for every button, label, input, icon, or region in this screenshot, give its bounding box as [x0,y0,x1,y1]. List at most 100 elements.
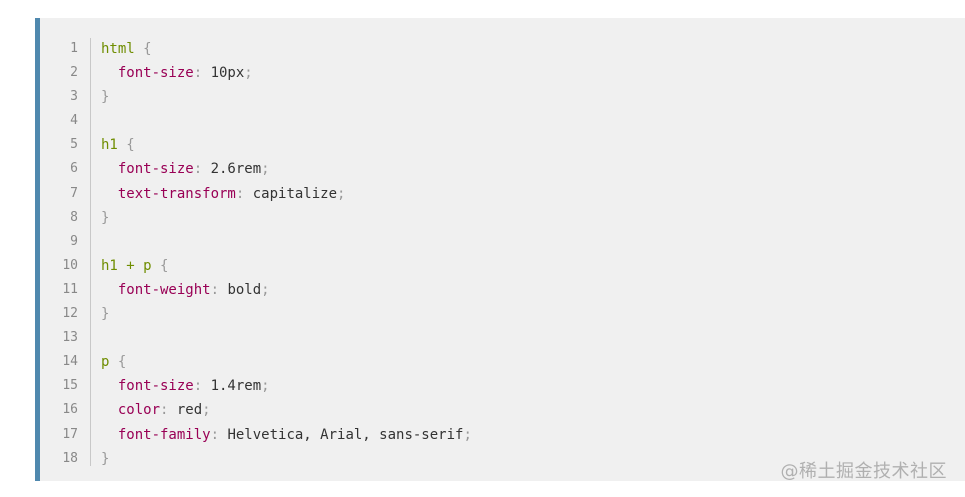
open-brace: { [109,354,127,371]
line-number: 5 [70,137,78,153]
code-text: font-size: 2.6rem; [101,157,270,181]
code-text: text-transform: capitalize; [101,182,346,206]
indent [101,402,118,418]
colon: : [235,185,253,202]
indent [101,65,118,81]
semicolon: ; [202,402,211,419]
line-number: 1 [70,41,78,56]
code-line: 5 h1 { [40,133,965,157]
css-property: font-size [117,65,194,82]
line-number: 17 [62,426,78,442]
colon: : [193,161,211,178]
semicolon: ; [261,161,270,178]
css-value: Helvetica, Arial, sans-serif [227,426,464,443]
watermark-text: @稀土掘金技术社区 [780,461,947,482]
line-number: 6 [70,161,78,177]
indent [101,161,118,177]
semicolon: ; [337,185,346,202]
close-brace: } [101,450,110,467]
line-number: 8 [70,209,78,225]
close-brace: } [101,209,110,226]
code-line: 9 [40,230,965,254]
code-line: 17 font-family: Helvetica, Arial, sans-s… [40,423,965,447]
line-number: 12 [62,306,78,322]
line-number: 4 [70,113,78,129]
css-selector: h1 [101,137,118,154]
code-line: 11 font-weight: bold; [40,278,965,302]
line-number: 10 [62,257,78,273]
colon: : [193,378,211,395]
indent [101,186,118,202]
code-line: 3} [40,85,965,109]
code-text: h1 + p { [101,254,168,278]
code-text: } [101,85,109,109]
code-line: 18} [40,447,965,471]
code-line: 6 font-size: 2.6rem; [40,157,965,181]
css-value: bold [227,281,262,298]
line-number: 13 [62,330,78,346]
line-number: 9 [70,233,78,249]
code-text: } [101,302,109,326]
css-value: capitalize [252,185,338,202]
code-line: 8} [40,206,965,230]
code-line: 10 h1 + p { [40,254,965,278]
code-line: 7 text-transform: capitalize; [40,182,965,206]
css-property: text-transform [117,185,236,202]
code-text: } [101,447,109,471]
semicolon: ; [261,281,270,298]
code-text: font-size: 1.4rem; [101,374,270,398]
colon: : [160,402,177,419]
gutter-divider [90,38,91,466]
css-value: 2.6rem [210,161,262,178]
line-number: 18 [62,450,78,466]
code-text: } [101,206,109,230]
code-text: color: red; [101,398,211,422]
code-text: html { [101,37,152,61]
colon: : [210,281,228,298]
semicolon: ; [261,378,270,395]
code-line: 13 [40,326,965,350]
line-number: 14 [62,354,78,370]
css-property: font-family [117,426,211,443]
indent [101,378,118,394]
code-line: 1 html { [40,37,965,61]
line-number: 15 [62,378,78,394]
line-number: 2 [70,65,78,81]
css-property: font-size [117,378,194,395]
open-brace: { [117,137,135,154]
code-text: font-size: 10px; [101,61,253,85]
close-brace: } [101,306,110,323]
css-value: 10px [210,65,245,82]
code-line: 15 font-size: 1.4rem; [40,374,965,398]
code-text: font-weight: bold; [101,278,270,302]
code-text: p { [101,350,126,374]
css-property: font-weight [117,281,211,298]
open-brace: { [151,257,169,274]
code-line: 14 p { [40,350,965,374]
css-selector: h1 + p [101,257,152,274]
css-selector: html [101,41,135,57]
colon: : [193,65,211,82]
open-brace: { [134,41,152,57]
code-text: h1 { [101,133,135,157]
code-line: 4 [40,109,965,133]
code-text: font-family: Helvetica, Arial, sans-seri… [101,423,472,447]
code-line: 2 font-size: 10px; [40,61,965,85]
css-value: red [176,402,203,419]
css-value: 1.4rem [210,378,262,395]
indent [101,282,118,298]
line-number: 3 [70,89,78,105]
css-selector: p [101,354,110,371]
semicolon: ; [244,65,253,82]
css-property: color [117,402,161,419]
line-number: 11 [62,281,78,297]
line-number: 7 [70,185,78,201]
line-number: 16 [62,402,78,418]
close-brace: } [101,89,110,106]
indent [101,427,118,443]
semicolon: ; [463,426,472,443]
code-line: 16 color: red; [40,398,965,422]
css-property: font-size [117,161,194,178]
